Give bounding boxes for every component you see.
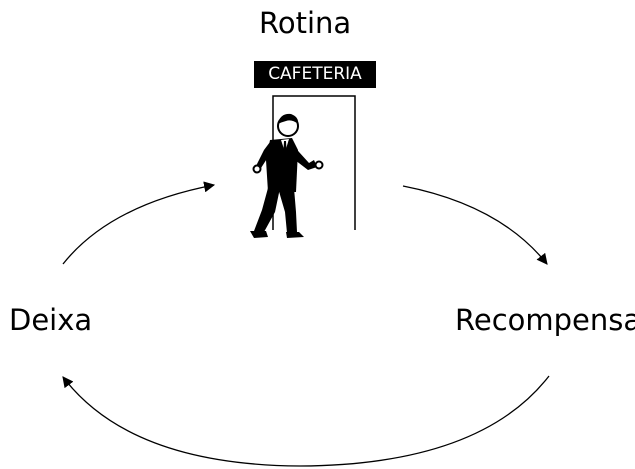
cafeteria-sign: CAFETERIA xyxy=(254,61,376,88)
cafeteria-sign-text: CAFETERIA xyxy=(268,64,362,84)
reward-label: Recompensa xyxy=(455,303,635,337)
cue-label: Deixa xyxy=(9,303,93,337)
arrow-recompensa-to-deixa xyxy=(62,375,550,467)
walking-person-icon xyxy=(250,113,324,238)
arrow-deixa-to-rotina xyxy=(62,181,216,265)
routine-title: Rotina xyxy=(259,6,352,40)
arrow-rotina-to-recompensa xyxy=(402,185,548,265)
